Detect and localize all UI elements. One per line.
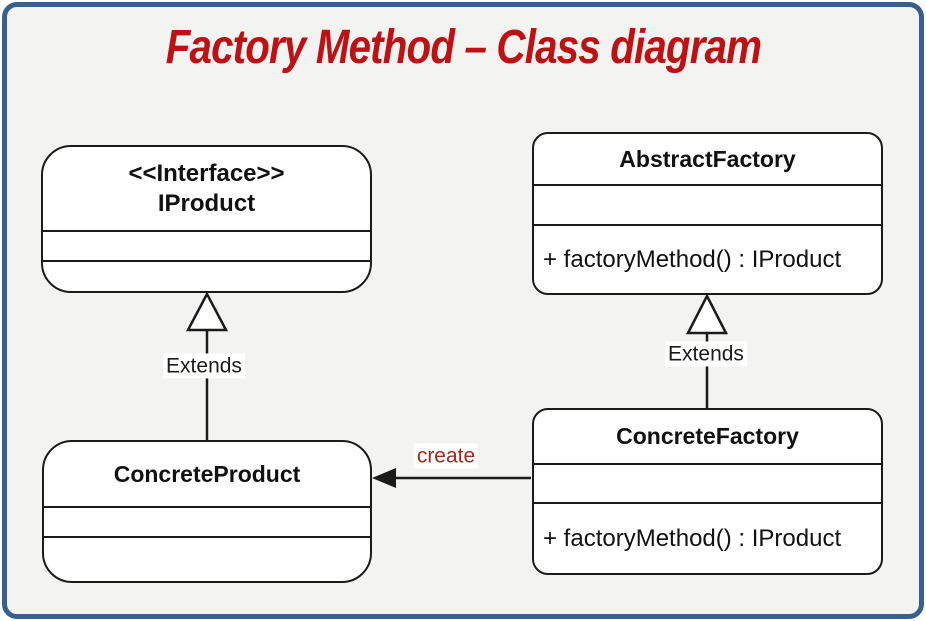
hollow-triangle-arrowhead: [185, 291, 229, 332]
extends-arrow-left: [185, 291, 229, 441]
class-iproduct-attributes: [43, 230, 370, 260]
page-title-text: Factory Method – Class diagram: [165, 21, 761, 74]
class-abstractfactory: AbstractFactory + factoryMethod() : IPro…: [532, 132, 883, 295]
class-concretefactory-name: ConcreteFactory: [616, 423, 799, 450]
extends-label-left: Extends: [163, 353, 245, 379]
class-iproduct: <<Interface>> IProduct: [41, 145, 372, 293]
class-concretefactory: ConcreteFactory + factoryMethod() : IPro…: [532, 408, 883, 575]
class-concreteproduct-methods: [44, 536, 370, 581]
page-title: Factory Method – Class diagram: [0, 20, 926, 75]
class-concreteproduct: ConcreteProduct: [42, 440, 372, 583]
class-abstractfactory-attributes: [534, 184, 881, 224]
solid-triangle-arrowhead: [372, 468, 396, 488]
class-concretefactory-attributes: [534, 463, 881, 502]
class-iproduct-stereotype: <<Interface>>: [128, 159, 285, 187]
hollow-triangle-arrowhead: [685, 293, 729, 335]
class-iproduct-methods: [43, 260, 370, 291]
concretefactory-method-text: + factoryMethod() : IProduct: [543, 524, 842, 552]
class-concretefactory-header: ConcreteFactory: [534, 410, 881, 463]
class-concreteproduct-attributes: [44, 506, 370, 536]
class-iproduct-header: <<Interface>> IProduct: [43, 147, 370, 230]
class-concreteproduct-name: ConcreteProduct: [113, 460, 301, 487]
class-abstractfactory-header: AbstractFactory: [534, 134, 881, 184]
class-abstractfactory-name: AbstractFactory: [619, 145, 796, 172]
class-abstractfactory-methods: + factoryMethod() : IProduct: [534, 224, 881, 293]
class-concretefactory-methods: + factoryMethod() : IProduct: [534, 502, 881, 573]
abstractfactory-method-text: + factoryMethod() : IProduct: [543, 245, 842, 273]
class-iproduct-name: IProduct: [157, 189, 256, 217]
create-arrow: [372, 468, 531, 488]
extends-label-right: Extends: [665, 341, 747, 367]
create-label: create: [413, 443, 479, 469]
class-concreteproduct-header: ConcreteProduct: [44, 442, 370, 506]
